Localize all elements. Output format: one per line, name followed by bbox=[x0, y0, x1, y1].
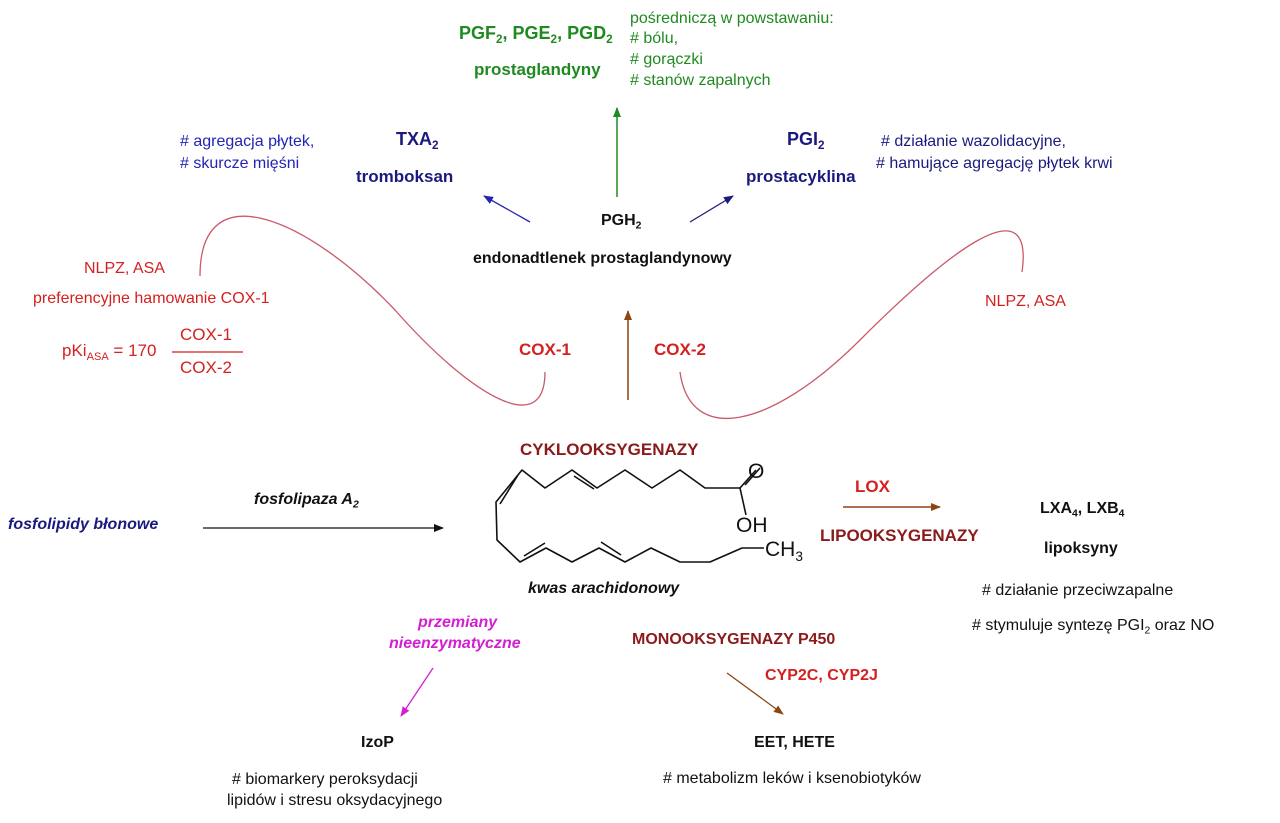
nonenzymatic-label-2: nieenzymatyczne bbox=[389, 635, 521, 652]
isoprostanes-label: IzoP bbox=[361, 734, 394, 751]
prostacyclin-label: prostacyklina bbox=[746, 167, 856, 186]
lipoxygenases-label: LIPOOKSYGENAZY bbox=[820, 526, 979, 545]
prostaglandin-role-pain: # bólu, bbox=[630, 30, 679, 47]
lox-label: LOX bbox=[855, 477, 890, 496]
prostaglandin-role-header: pośredniczą w powstawaniu: bbox=[630, 10, 834, 27]
p450-label: MONOOKSYGENAZY P450 bbox=[632, 631, 836, 648]
thromboxane-label: tromboksan bbox=[356, 167, 454, 186]
pgh2-label: PGH2 bbox=[601, 212, 642, 232]
thromboxane-effect-muscle: # skurcze mięśni bbox=[180, 155, 300, 172]
fraction-numerator: COX-1 bbox=[180, 325, 232, 344]
lipoxin-products: LXA4, LXB4 bbox=[1040, 500, 1125, 520]
lipoxin-effect-antiinflammatory: # działanie przeciwzapalne bbox=[982, 582, 1174, 599]
carbonyl-oxygen: O bbox=[748, 460, 765, 483]
arachidonic-acid-structure bbox=[495, 467, 764, 563]
isoprostanes-effect-2: lipidów i stresu oksydacyjnego bbox=[227, 792, 443, 809]
arrow-to-prostacyclin bbox=[689, 195, 734, 223]
endoperoxide-label: endonadtlenek prostaglandynowy bbox=[473, 250, 732, 267]
phospholipase-a2-label: fosfolipaza A2 bbox=[254, 491, 359, 511]
inhibition-curve-right bbox=[679, 230, 1024, 419]
nonenzymatic-label-1: przemiany bbox=[418, 614, 498, 631]
methyl-group: CH3 bbox=[765, 538, 803, 564]
prostaglandin-role-inflammation: # stanów zapalnych bbox=[630, 72, 771, 89]
arachidonic-acid-label: kwas arachidonowy bbox=[528, 580, 680, 597]
prostacyclin-effect-vasodilation: # działanie wazolidacyjne, bbox=[881, 133, 1066, 150]
hydroxyl-group: OH bbox=[736, 514, 768, 537]
fraction-denominator: COX-2 bbox=[180, 358, 232, 377]
inhibition-curve-left bbox=[199, 215, 546, 406]
nsaid-aspirin-right: NLPZ, ASA bbox=[985, 293, 1066, 310]
prostaglandin-role-fever: # gorączki bbox=[630, 51, 703, 68]
lipoxin-effect-pgi2-no: # stymuluje syntezę PGI2 oraz NO bbox=[972, 617, 1215, 637]
cyclooxygenases-label: CYKLOOKSYGENAZY bbox=[520, 440, 699, 459]
cox2-label: COX-2 bbox=[654, 340, 706, 359]
arrow-to-eet-hete bbox=[726, 672, 784, 715]
eet-hete-label: EET, HETE bbox=[754, 734, 835, 751]
arrow-to-izop bbox=[400, 667, 434, 717]
cyp-isoforms-label: CYP2C, CYP2J bbox=[765, 667, 878, 684]
prostacyclin-effect-antiplatelet: # hamujące agregację płytek krwi bbox=[876, 155, 1113, 172]
txa2-label: TXA2 bbox=[396, 129, 439, 153]
membrane-phospholipids-label: fosfolipidy błonowe bbox=[8, 516, 159, 533]
thromboxane-effect-platelets: # agregacja płytek, bbox=[180, 133, 315, 150]
nsaid-aspirin-left: NLPZ, ASA bbox=[84, 260, 165, 277]
p450-effect-label: # metabolizm leków i ksenobiotyków bbox=[663, 770, 921, 787]
cox1-label: COX-1 bbox=[519, 340, 571, 359]
arrow-to-thromboxane bbox=[483, 195, 531, 223]
lipoxins-label: lipoksyny bbox=[1044, 540, 1118, 557]
pki-formula: pKiASA = 170 bbox=[62, 341, 157, 363]
prostaglandins-label: prostaglandyny bbox=[474, 60, 601, 79]
pgi2-label: PGI2 bbox=[787, 129, 825, 153]
cox1-preference-note: preferencyjne hamowanie COX-1 bbox=[33, 290, 270, 307]
prostaglandin-list: PGF2, PGE2, PGD2 bbox=[459, 23, 613, 47]
isoprostanes-effect-1: # biomarkery peroksydacji bbox=[232, 771, 418, 788]
